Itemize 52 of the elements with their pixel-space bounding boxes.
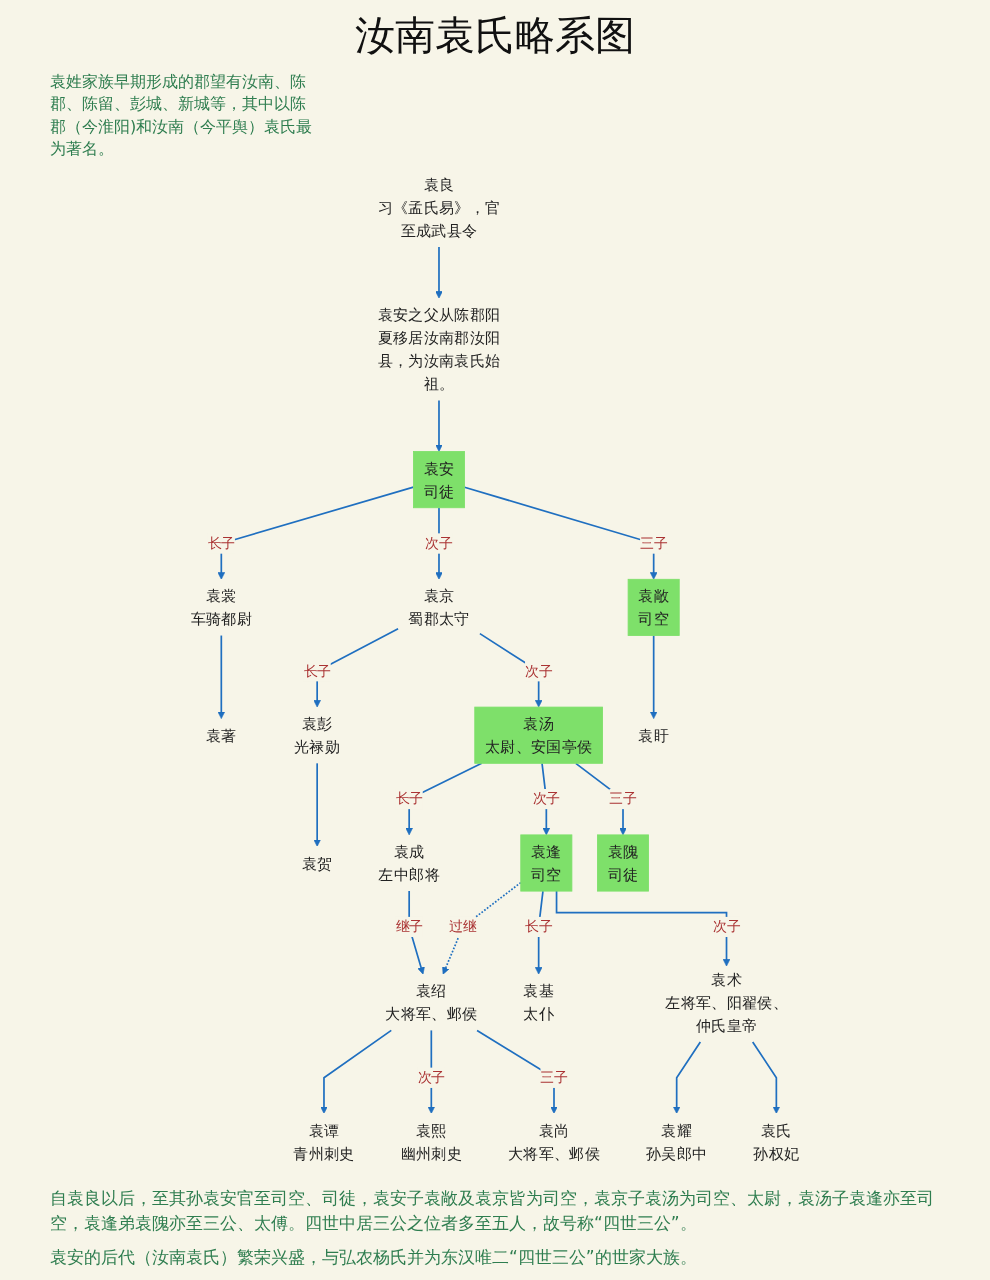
arrow <box>672 1040 702 1114</box>
arrow <box>217 485 415 580</box>
arrow <box>463 485 658 580</box>
node-text: 袁京 蜀郡太守 <box>408 586 470 628</box>
node-text: 袁术 左将军、阳翟侯、仲氏皇帝 <box>665 969 788 1034</box>
node-text: 袁良 习《孟氏易》，官至成武县令 <box>377 175 501 239</box>
arrow <box>435 245 443 299</box>
node-text: 袁熙 幽州刺史 <box>400 1120 462 1162</box>
edge-label: 继子 <box>395 917 423 935</box>
node-box: 袁逢 司空 <box>520 834 573 892</box>
edge-label: 三子 <box>640 534 668 551</box>
arrow <box>320 1029 393 1114</box>
node-text: 袁裳 车骑都尉 <box>190 586 252 628</box>
edge-label: 长子 <box>525 917 553 935</box>
node-text: 袁耀 孙吴郎中 <box>646 1120 708 1162</box>
summary-paragraph: 袁安的后代（汝南袁氏）繁荣兴盛，与弘农杨氏并为东汉唯二“四世三公”的世家大族。 <box>50 1246 698 1270</box>
arrow <box>442 881 522 975</box>
arrow <box>435 399 443 452</box>
node-text: 袁氏 孙权妃 <box>753 1120 800 1162</box>
node-text: 袁成 左中郎将 <box>378 842 440 884</box>
edge-label: 次子 <box>525 662 553 679</box>
edge-label: 次子 <box>417 1068 445 1085</box>
note-text: 袁姓家族早期形成的郡望有汝南、陈郡、陈留、彭城、新城等，其中以陈郡（今淮阳)和汝南（今平舆）袁氏最为著名。 <box>50 71 314 161</box>
node-text: 袁贺 <box>301 853 333 872</box>
arrow <box>217 634 226 719</box>
node-text: 袁谭 青州刺史 <box>293 1120 355 1162</box>
arrow <box>649 634 658 719</box>
summary-paragraph: 自袁良以后，至其孙袁安官至司空、司徒，袁安子袁敞及袁京皆为司空，袁京子袁汤为司空、太尉，袁汤子袁逢亦至司空，袁逢弟袁隗亦至三公、太傅。四世中居三公之位者多至五人，故号称“四世三公”。 <box>50 1187 935 1235</box>
arrow <box>313 762 321 847</box>
node-box: 袁隗 司徒 <box>597 834 649 892</box>
node-text: 袁基 太仆 <box>523 981 554 1023</box>
edge-label: 长子 <box>395 790 423 807</box>
edge-label: 过继 <box>449 917 477 935</box>
edge-label: 次子 <box>425 534 453 551</box>
node-box: 袁敞 司空 <box>627 578 680 636</box>
node-text: 袁尚 大将军、邺侯 <box>507 1120 600 1162</box>
node-text: 袁绍 大将军、邺侯 <box>385 981 478 1023</box>
edge-label: 长子 <box>207 534 235 551</box>
edge-label: 三子 <box>609 790 637 807</box>
edge-label: 次子 <box>712 917 741 935</box>
node-text: 袁盱 <box>638 725 670 744</box>
diagram-title: 汝南袁氏略系图 <box>354 11 636 60</box>
edge-label: 三子 <box>540 1068 568 1085</box>
node-box: 袁汤 太尉、安国亭侯 <box>474 706 603 764</box>
arrow <box>751 1040 781 1114</box>
node-text: 袁安之父从陈郡阳夏移居汝南郡汝阳县，为汝南袁氏始祖。 <box>377 305 501 393</box>
edge-label: 长子 <box>303 662 331 679</box>
arrow <box>555 889 731 966</box>
edge-label: 次子 <box>532 790 560 807</box>
node-box: 袁安 司徒 <box>413 450 465 508</box>
node-text: 袁著 <box>205 725 237 744</box>
node-text: 袁彭 光禄勋 <box>294 714 341 756</box>
